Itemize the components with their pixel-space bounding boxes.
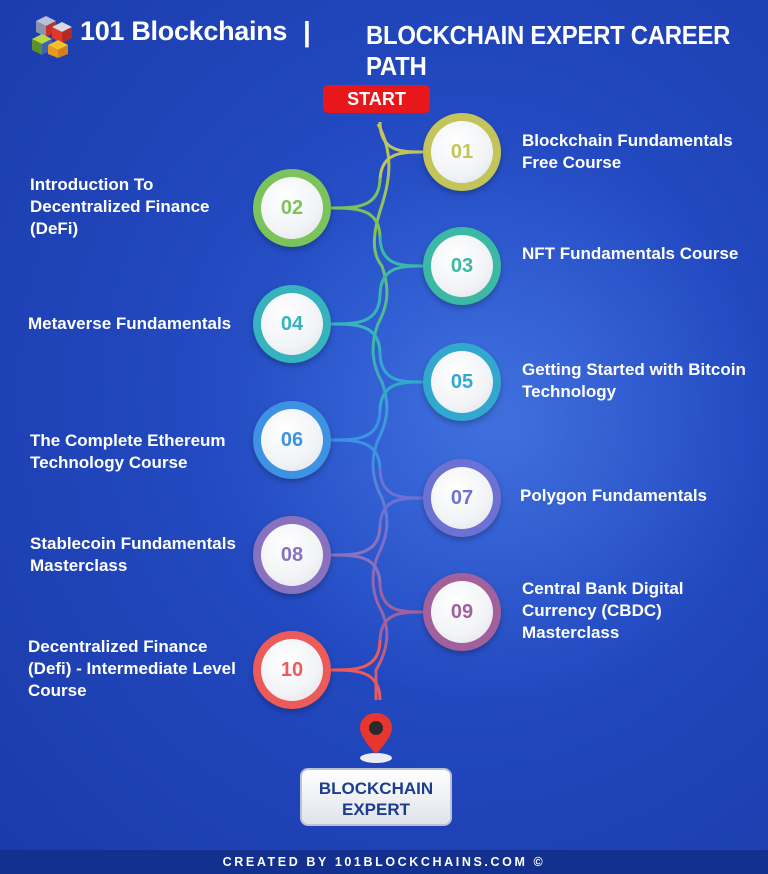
step-node: 06: [253, 401, 331, 479]
branch-line: [378, 496, 424, 529]
header: 101 Blockchains | BLOCKCHAIN EXPERT CARE…: [0, 0, 768, 81]
header-separator: |: [303, 16, 311, 47]
step-number: 04: [261, 293, 323, 355]
step-number: 05: [431, 351, 493, 413]
step-number: 10: [261, 639, 323, 701]
step-node: 09: [423, 573, 501, 651]
branch-line: [330, 409, 382, 442]
step-node: 10: [253, 631, 331, 709]
step-label: Introduction To Decentralized Finance (D…: [30, 175, 210, 238]
step-number: 07: [431, 467, 493, 529]
cubes-logo-icon: [32, 16, 72, 58]
step-number: 02: [261, 177, 323, 239]
trunk-line: [371, 123, 391, 700]
step-label: Decentralized Finance (Defi) - Intermedi…: [28, 637, 236, 700]
branch-line: [378, 264, 424, 297]
goal-line-2: EXPERT: [341, 800, 411, 819]
step-label: The Complete Ethereum Technology Course: [30, 431, 226, 472]
step-label: Stablecoin Fundamentals Masterclass: [30, 534, 236, 575]
branch-line: [378, 581, 424, 614]
branch-line: [330, 322, 382, 355]
step-node: 01: [423, 113, 501, 191]
goal-badge: BLOCKCHAIN EXPERT: [300, 768, 452, 826]
branch-line: [378, 351, 424, 384]
step-label: Central Bank Digital Currency (CBDC) Mas…: [522, 579, 684, 642]
branch-line: [378, 150, 424, 183]
location-pin-icon: [360, 713, 392, 763]
start-badge: START: [323, 85, 430, 113]
branch-line: [330, 639, 382, 672]
branch-line: [330, 553, 382, 586]
branch-line: [330, 668, 382, 701]
branch-line: [378, 467, 424, 500]
step-label: Polygon Fundamentals: [520, 486, 708, 505]
step-label: Getting Started with Bitcoin Technology: [522, 360, 746, 401]
branch-line: [330, 524, 382, 557]
branch-line: [330, 293, 382, 326]
step-node: 07: [423, 459, 501, 537]
step-node: 02: [253, 169, 331, 247]
step-number: 03: [431, 235, 493, 297]
step-number: 06: [261, 409, 323, 471]
brand-name: 101 Blockchains: [80, 16, 288, 46]
step-number: 01: [431, 121, 493, 183]
goal-line-1: BLOCKCHAIN: [318, 779, 434, 798]
footer-credit: CREATED BY 101BLOCKCHAINS.COM ©: [0, 850, 768, 874]
branch-line: [330, 177, 382, 210]
branch-line: [330, 206, 382, 239]
branch-line: [330, 438, 382, 471]
step-number: 09: [431, 581, 493, 643]
step-label: Metaverse Fundamentals: [28, 314, 232, 333]
page-title: BLOCKCHAIN EXPERT CAREER PATH: [366, 20, 731, 81]
branch-line: [378, 235, 424, 268]
step-label: NFT Fundamentals Course: [522, 244, 739, 263]
branch-line: [378, 380, 424, 413]
step-node: 04: [253, 285, 331, 363]
step-number: 08: [261, 524, 323, 586]
step-node: 08: [253, 516, 331, 594]
step-node: 03: [423, 227, 501, 305]
branch-line: [378, 610, 424, 643]
step-label: Blockchain Fundamentals Free Course: [522, 131, 733, 172]
step-node: 05: [423, 343, 501, 421]
